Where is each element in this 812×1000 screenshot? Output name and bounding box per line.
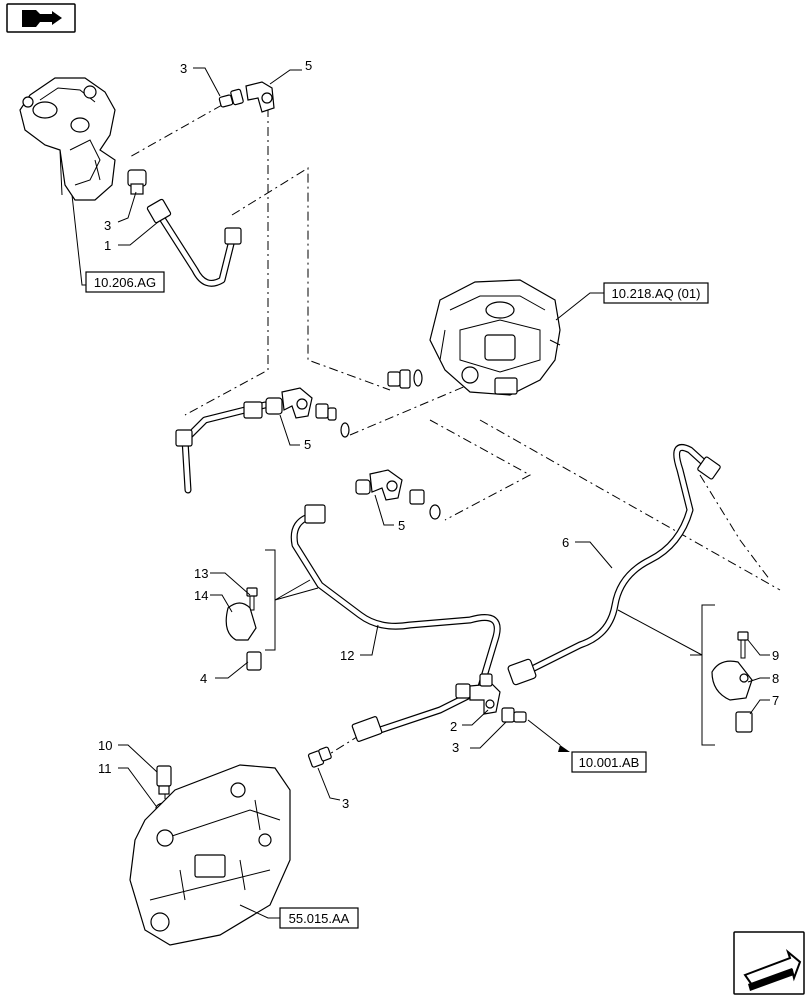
book-arrow-icon[interactable]	[6, 3, 76, 33]
tee-fitting	[455, 673, 501, 715]
callout-number: 9	[772, 648, 779, 663]
callout-number: 3	[104, 218, 111, 233]
reference-code: 55.015.AA	[289, 911, 350, 926]
clip-assembly-left	[225, 587, 262, 671]
elbow-fitting-top	[245, 81, 275, 113]
reference-code: 10.206.AG	[94, 275, 156, 290]
valve-body	[129, 764, 291, 946]
straight-adapter-tee	[501, 707, 527, 723]
callout-number: 14	[194, 588, 208, 603]
adapter-on-filter	[127, 169, 147, 195]
ref-box-10001AB[interactable]: 10.001.AB	[571, 751, 647, 773]
pump-fitting-adapter	[387, 369, 423, 389]
elbow-fitting-middle	[265, 387, 350, 438]
callout-number: 4	[200, 671, 207, 686]
reference-code: 10.218.AQ (01)	[612, 286, 701, 301]
callout-number: 13	[194, 566, 208, 581]
callout-number: 3	[452, 740, 459, 755]
fuel-pipe-1	[146, 198, 242, 287]
straight-adapter-top	[218, 88, 244, 108]
callout-number: 5	[305, 58, 312, 73]
fuel-filter-head	[19, 77, 116, 201]
callout-number: 5	[398, 518, 405, 533]
fitting-10	[156, 765, 172, 795]
callout-number: 8	[772, 671, 779, 686]
ref-box-10218AQ[interactable]: 10.218.AQ (01)	[603, 282, 709, 304]
clip-assembly-right	[711, 631, 753, 733]
callout-number: 6	[562, 535, 569, 550]
callout-number: 3	[342, 796, 349, 811]
elbow-fitting-lower	[355, 469, 441, 520]
callout-number: 12	[340, 648, 354, 663]
fuel-pipe-12	[290, 504, 501, 742]
callout-number: 2	[450, 719, 457, 734]
next-page-arrow-icon[interactable]	[733, 931, 805, 995]
ref-box-55015AA[interactable]: 55.015.AA	[279, 907, 359, 929]
ref-box-10206AG[interactable]: 10.206.AG	[85, 271, 165, 293]
callout-number: 5	[304, 437, 311, 452]
fuel-pipe-6	[507, 444, 721, 686]
callout-number: 3	[180, 61, 187, 76]
callout-number: 7	[772, 693, 779, 708]
callout-number: 1	[104, 238, 111, 253]
reference-code: 10.001.AB	[579, 755, 640, 770]
injection-pump	[429, 279, 561, 396]
callout-number: 11	[98, 761, 112, 776]
callout-number: 10	[98, 738, 112, 753]
straight-adapter-valve	[307, 746, 332, 768]
fuel-pipe-middle	[175, 401, 269, 494]
